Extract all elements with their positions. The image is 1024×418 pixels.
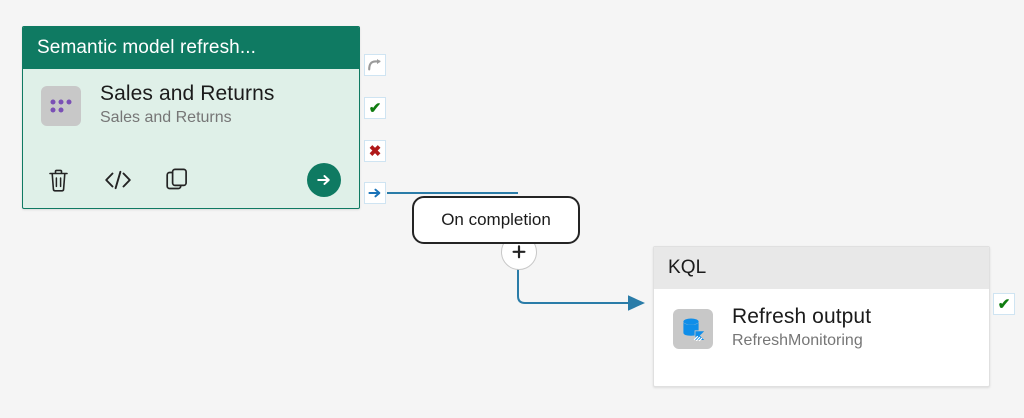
activity-header-title: KQL xyxy=(668,257,707,278)
activity-body-kql: Refresh output RefreshMonitoring xyxy=(654,289,989,349)
copy-icon[interactable] xyxy=(161,163,195,197)
anchor-on-fail[interactable]: ✖ xyxy=(364,140,386,162)
anchor-on-skip[interactable] xyxy=(364,54,386,76)
semantic-model-dots-icon xyxy=(41,86,81,126)
delete-button[interactable] xyxy=(41,163,75,197)
check-icon: ✔ xyxy=(368,99,382,117)
anchor-on-completion[interactable] xyxy=(364,182,386,204)
x-icon: ✖ xyxy=(368,142,382,160)
activity-name: Refresh output xyxy=(732,305,872,328)
code-icon[interactable] xyxy=(101,163,135,197)
activity-subtitle: RefreshMonitoring xyxy=(732,331,863,349)
activity-body-semantic-model-refresh: Sales and Returns Sales and Returns xyxy=(23,69,359,141)
activity-name: Sales and Returns xyxy=(100,82,275,105)
activity-action-bar xyxy=(23,152,359,208)
edge-segment-drop xyxy=(517,250,646,311)
kql-database-click-icon xyxy=(673,309,713,349)
activity-card-kql[interactable]: KQL Refresh output RefreshMonitoring xyxy=(653,246,990,387)
activity-card-semantic-model-refresh[interactable]: Semantic model refresh... Sales and Retu… xyxy=(22,26,360,209)
anchor-kql-on-success[interactable]: ✔ xyxy=(993,293,1015,315)
edge-label-on-completion[interactable]: On completion xyxy=(412,196,580,244)
activity-header-title: Semantic model refresh... xyxy=(37,37,256,58)
activity-header-semantic-model-refresh: Semantic model refresh... xyxy=(23,27,359,69)
anchor-on-success[interactable]: ✔ xyxy=(364,97,386,119)
run-button[interactable] xyxy=(307,163,341,197)
activity-header-kql: KQL xyxy=(654,247,989,289)
activity-text-block: Refresh output RefreshMonitoring xyxy=(732,305,871,349)
edge-label-text: On completion xyxy=(441,210,551,229)
check-icon: ✔ xyxy=(997,296,1011,313)
activity-subtitle: Sales and Returns xyxy=(100,108,232,126)
activity-text-block: Sales and Returns Sales and Returns xyxy=(100,82,274,126)
